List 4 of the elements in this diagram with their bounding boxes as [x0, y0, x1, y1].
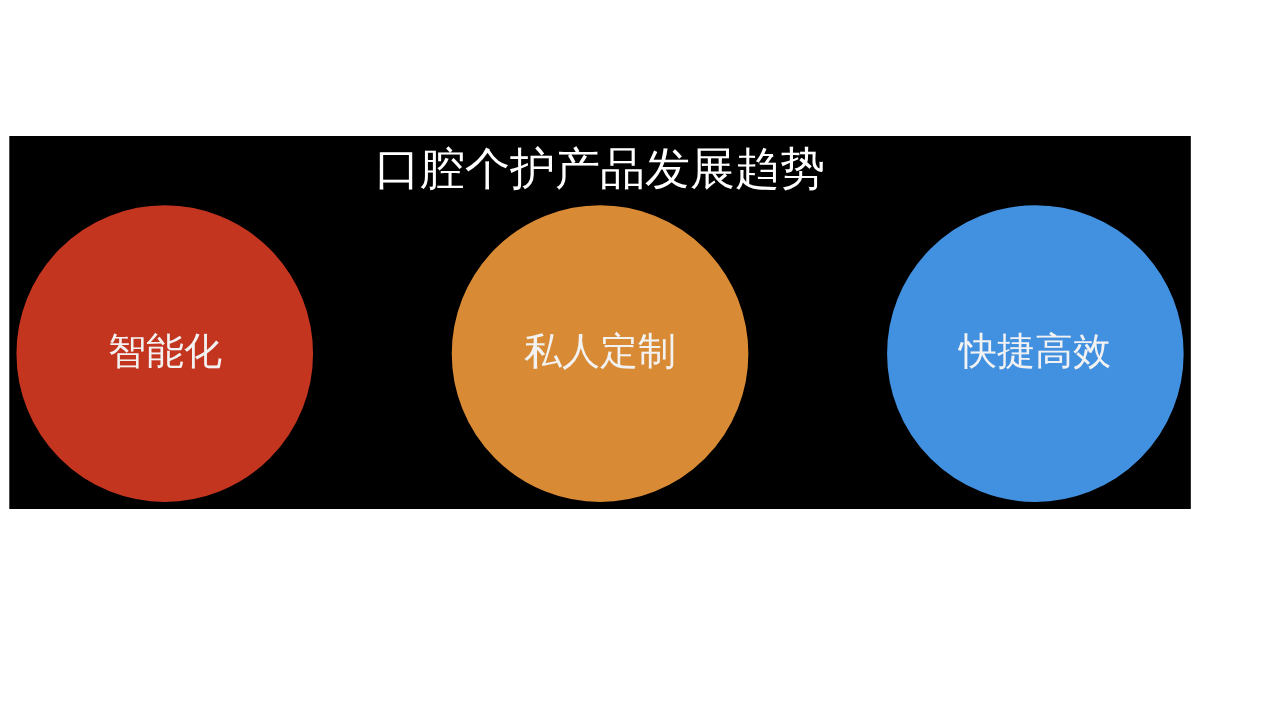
node-circle: 智能化 — [14, 203, 315, 504]
node-circle: 快捷高效 — [885, 203, 1186, 504]
node-circle: 私人定制 — [450, 203, 750, 504]
diagram-title: 口腔个护产品发展趋势 — [375, 142, 826, 195]
